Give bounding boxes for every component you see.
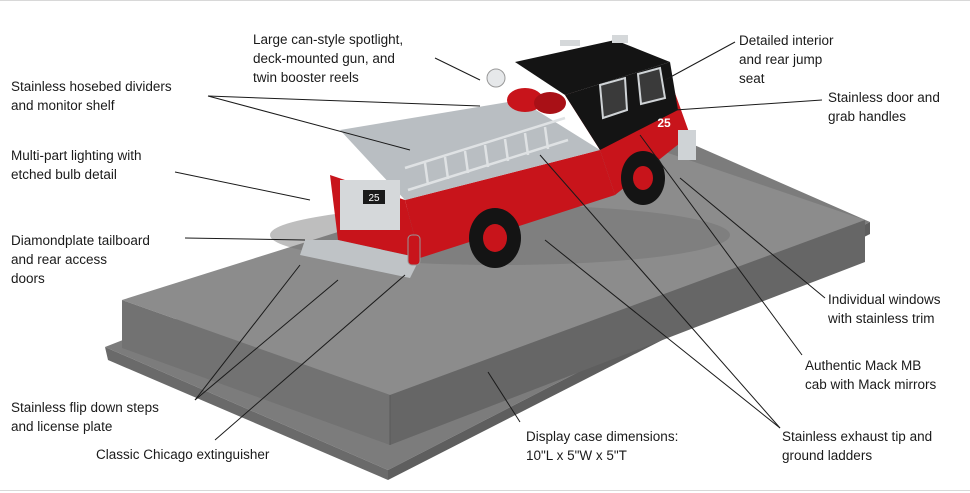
callout-spotlight: Large can-style spotlight, deck-mounted …	[253, 32, 404, 85]
cab-window-2	[636, 66, 667, 106]
booster-reels	[507, 88, 566, 114]
callout-door-handles: Stainless door and grab handles	[828, 90, 940, 124]
callout-windows: Individual windows with stainless trim	[828, 292, 941, 326]
rear-wheel	[469, 208, 521, 268]
front-bumper	[678, 130, 696, 160]
rear-number-plate	[363, 190, 385, 204]
callout-cab: Authentic Mack MB cab with Mack mirrors	[805, 358, 937, 392]
callout-hosebed: Stainless hosebed dividers and monitor s…	[11, 79, 172, 113]
hosebed	[340, 100, 600, 200]
callout-steps: Stainless flip down steps and license pl…	[11, 400, 159, 434]
callout-case-dimensions: Display case dimensions: 10"L x 5"W x 5"…	[526, 429, 679, 463]
ground-ladder	[404, 116, 569, 192]
bottom-divider	[0, 490, 970, 491]
body-side	[405, 150, 615, 258]
rear-compartment	[340, 180, 400, 230]
tailboard	[300, 240, 420, 278]
callout-interior: Detailed interior and rear jump seat	[739, 33, 834, 86]
roof-light	[612, 35, 628, 43]
side-number: 25	[657, 116, 671, 130]
top-divider	[0, 0, 970, 1]
cab-roof	[515, 40, 670, 95]
rear-number: 25	[368, 193, 380, 204]
fire-engine-model: 25 25	[270, 35, 730, 278]
base-front-face	[122, 300, 390, 445]
leader-lines	[174, 41, 826, 441]
front-wheel	[621, 151, 665, 205]
callout-exhaust: Stainless exhaust tip and ground ladders	[782, 429, 933, 463]
callout-tailboard: Diamondplate tailboard and rear access d…	[11, 233, 150, 286]
base-right-face	[390, 220, 865, 445]
callout-lighting: Multi-part lighting with etched bulb det…	[11, 148, 142, 182]
roof-siren	[560, 40, 580, 46]
callout-extinguisher: Classic Chicago extinguisher	[96, 447, 270, 462]
extinguisher	[407, 234, 421, 266]
base-skirt-front	[105, 347, 388, 480]
cab-window-1	[598, 76, 629, 120]
spotlight	[486, 68, 506, 88]
